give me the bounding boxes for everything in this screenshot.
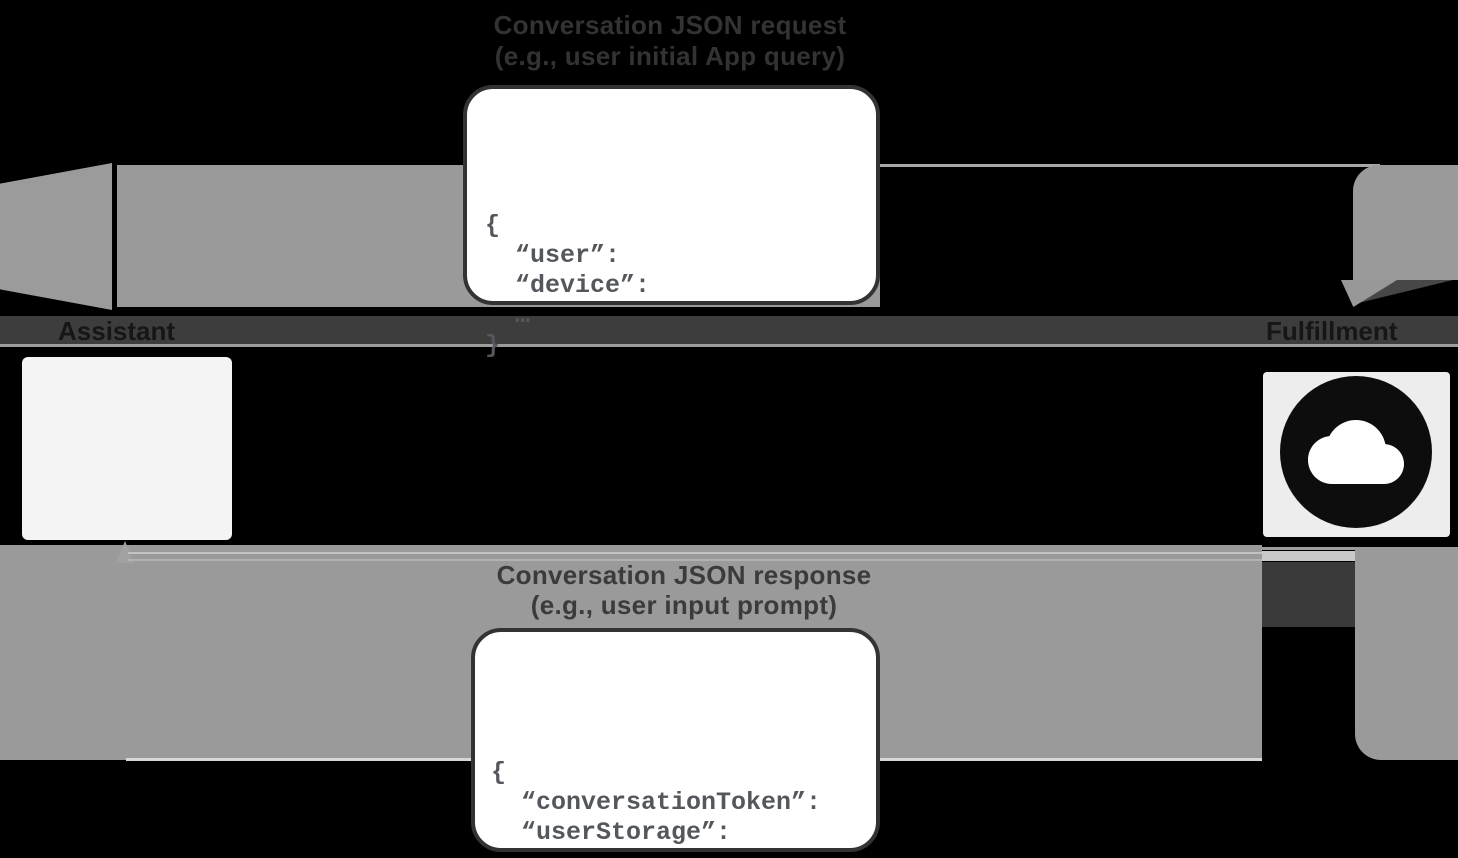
request-arrow-thin-line xyxy=(880,164,1380,167)
code-line: “device”: xyxy=(485,271,651,300)
request-arrow-right-pipe xyxy=(1353,165,1458,280)
request-json-box: { “user”: “device”: …} xyxy=(463,85,880,360)
response-arrow-label: Conversation JSON response (e.g., user i… xyxy=(494,560,874,620)
assistant-red-circle xyxy=(141,415,193,467)
request-label-line2: (e.g., user initial App query) xyxy=(494,41,846,71)
code-line: … xyxy=(485,301,531,330)
cloud-disc xyxy=(1280,376,1432,528)
google-assistant-logo xyxy=(22,357,232,540)
code-line: … xyxy=(491,848,876,858)
response-label-line2: (e.g., user input prompt) xyxy=(530,590,838,620)
request-arrow-left-arrowhead-icon xyxy=(0,163,112,310)
fulfillment-tile xyxy=(1263,372,1450,537)
response-label-line1: Conversation JSON response xyxy=(496,560,872,590)
request-label-line1: Conversation JSON request xyxy=(493,10,847,40)
cloud-icon xyxy=(1308,420,1404,484)
response-gap-dark-block xyxy=(1262,562,1355,627)
assistant-blue-circle xyxy=(37,368,137,468)
assistant-yellow-circle xyxy=(138,474,193,529)
code-line: } xyxy=(485,331,501,360)
assistant-green-circle xyxy=(189,402,215,428)
response-json-box: { “conversationToken”: “userStorage”: …} xyxy=(471,628,880,858)
response-gap-highlight xyxy=(1262,551,1355,561)
label-strip-hairline xyxy=(0,344,1458,347)
code-line: “userStorage”: xyxy=(491,818,732,847)
code-line: { xyxy=(485,211,501,240)
code-line: “conversationToken”: xyxy=(491,788,822,817)
label-strip xyxy=(0,316,1458,344)
fulfillment-label: Fulfillment xyxy=(1266,316,1398,346)
response-band-hairline-top2 xyxy=(128,559,1262,561)
response-arrow-right-pipe xyxy=(1355,547,1458,760)
code-line: { xyxy=(491,758,507,787)
response-band-hairline-top1 xyxy=(128,552,1262,554)
request-arrow-label: Conversation JSON request (e.g., user in… xyxy=(470,10,870,72)
assistant-label: Assistant xyxy=(58,316,176,346)
code-line: “user”: xyxy=(485,241,621,270)
response-gap-line xyxy=(1262,547,1355,550)
